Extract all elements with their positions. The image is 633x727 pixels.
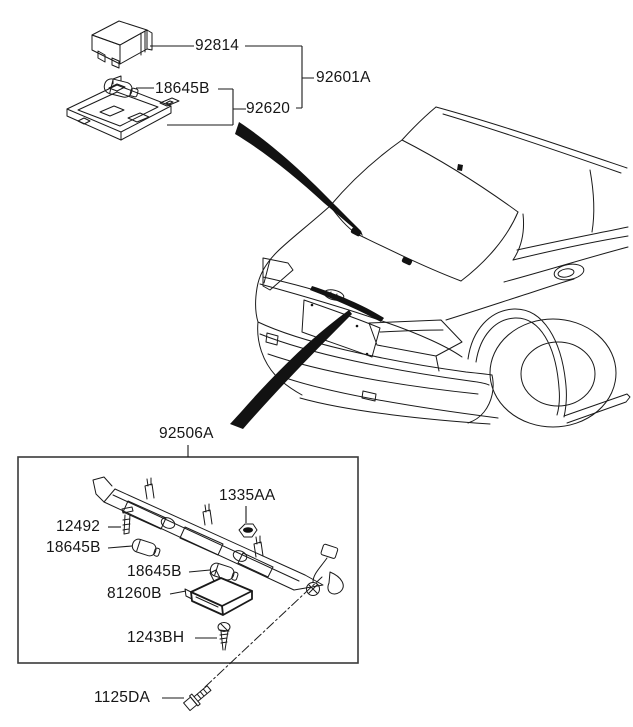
lamp-clip-mark-2 xyxy=(401,256,413,266)
part-label-1243bh[interactable]: 1243BH xyxy=(127,629,185,646)
part-label-92506a[interactable]: 92506A xyxy=(159,425,214,442)
detail-box-frame xyxy=(17,456,359,664)
mounted-garnish-strip xyxy=(310,286,384,322)
part-label-18645b-2[interactable]: 18645B xyxy=(127,563,182,580)
part-label-81260b[interactable]: 81260B xyxy=(107,585,162,602)
glass-clip-mark xyxy=(457,164,463,171)
car-rear-drawing xyxy=(255,106,631,428)
part-label-18645b-1[interactable]: 18645B xyxy=(46,539,101,556)
part-label-92601a[interactable]: 92601A xyxy=(316,69,371,86)
bolt-1125da-drawing xyxy=(183,685,212,712)
part-label-92620[interactable]: 92620 xyxy=(246,100,291,117)
part-label-92814[interactable]: 92814 xyxy=(195,37,240,54)
screw-12492-drawing xyxy=(121,506,134,535)
top-leader-lines xyxy=(136,45,314,126)
screw-1243bh-drawing xyxy=(217,622,231,651)
wiring-connector-drawing xyxy=(306,543,344,596)
clip-1335aa-drawing xyxy=(238,523,258,538)
lens-cover-drawing xyxy=(91,20,153,69)
locator-arrow-top xyxy=(235,122,363,236)
install-axis-line xyxy=(204,576,323,688)
lamp-housing-drawing xyxy=(66,75,180,141)
license-lamp-81260b-drawing xyxy=(184,569,253,616)
garnish-assembly-drawing xyxy=(92,476,344,596)
part-label-18645b-top[interactable]: 18645B xyxy=(155,80,210,97)
detail-leader-lines xyxy=(107,506,247,699)
part-label-1125da[interactable]: 1125DA xyxy=(94,689,151,706)
part-label-1335aa[interactable]: 1335AA xyxy=(219,487,276,504)
locator-arrow-bottom xyxy=(230,310,352,429)
lamp-clip-mark-1 xyxy=(350,227,362,237)
part-label-12492[interactable]: 12492 xyxy=(56,518,101,535)
bulb-left-drawing xyxy=(131,538,161,557)
